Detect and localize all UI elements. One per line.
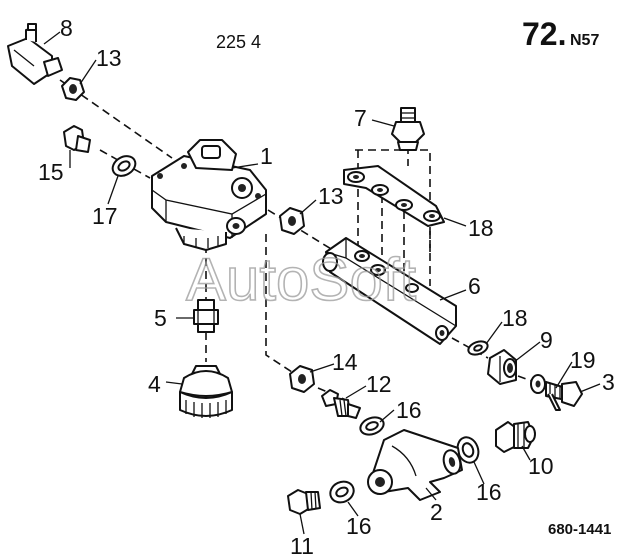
watermark-text: AutoSoft [186,246,416,313]
callout-12: 12 [366,371,392,397]
callout-labels: 8 13 1 15 17 7 13 18 6 5 4 18 9 19 3 14 … [38,15,615,557]
callout-6: 6 [468,273,481,299]
part-15-plug [63,125,91,153]
callout-10: 10 [528,453,554,479]
callout-16: 16 [346,513,372,539]
callout-1: 1 [260,143,273,169]
part-2-t-pipe [367,429,463,501]
callout-18: 18 [502,305,528,331]
part-8-elbow-fitting [7,23,63,85]
callout-16: 16 [396,397,422,423]
code-top: 225 4 [216,32,261,52]
part-7-sensor [391,107,425,151]
part-13-nut-mid [279,207,305,235]
drawing-number: 680-1441 [548,521,611,538]
callout-4: 4 [148,371,161,397]
callout-9: 9 [540,327,553,353]
part-16-seal-a [359,416,385,436]
part-18-oring-mid [467,340,489,356]
part-1-valve-body [151,139,267,251]
part-10-fitting [495,421,536,453]
callout-8: 8 [60,15,73,41]
callout-19: 19 [570,347,596,373]
callout-5: 5 [154,305,167,331]
part-6-manifold-block [322,237,457,345]
page-suffix: N57 [570,32,599,49]
callout-2: 2 [430,499,443,525]
callout-17: 17 [92,203,118,229]
part-13-nut-top [61,77,85,101]
callout-16: 16 [476,479,502,505]
page-number: 72. [522,16,566,52]
callout-18: 18 [468,215,494,241]
callout-13: 13 [96,45,122,71]
callout-15: 15 [38,159,64,185]
part-19-washer [530,374,546,394]
part-18-gasket-top [343,165,445,227]
part-4-silencer [179,365,233,418]
part-11-fitting [287,489,321,515]
callout-13: 13 [318,183,344,209]
callout-11: 11 [290,533,314,557]
part-17-washer [111,155,137,177]
callout-7: 7 [354,105,367,131]
leader-lines [43,31,601,535]
part-12-fitting [321,389,361,419]
part-14-nut [289,365,315,393]
part-16-seal-c [329,480,355,504]
part-3-banjo-bolt [545,381,583,411]
part-16-seal-b [456,436,480,464]
callout-3: 3 [602,369,615,395]
part-9-union [487,349,517,385]
part-5-fitting [193,299,219,333]
callout-14: 14 [332,349,358,375]
